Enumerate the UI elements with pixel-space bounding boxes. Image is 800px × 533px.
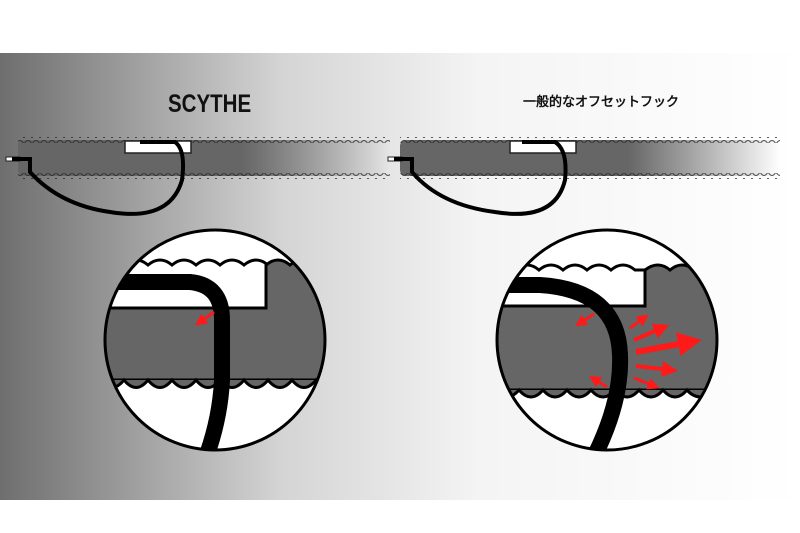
force-arrow bbox=[633, 323, 670, 342]
force-arrow bbox=[195, 310, 215, 326]
worm-scythe bbox=[5, 137, 390, 216]
force-arrow bbox=[633, 376, 660, 390]
offset-hook-title: 一般的なオフセットフック bbox=[523, 95, 680, 110]
force-arrow bbox=[635, 361, 678, 378]
force-arrow bbox=[588, 375, 608, 389]
hook-scythe bbox=[12, 140, 186, 216]
force-arrow bbox=[629, 314, 649, 330]
zoom-circle-scythe bbox=[103, 228, 327, 452]
force-arrow bbox=[635, 332, 702, 356]
force-arrow bbox=[574, 312, 595, 327]
worm-offset-hook bbox=[387, 137, 780, 216]
zoom-circle-offset-hook bbox=[495, 228, 719, 452]
scythe-title: SCYTHE bbox=[168, 90, 252, 118]
hook-offset bbox=[394, 140, 568, 216]
